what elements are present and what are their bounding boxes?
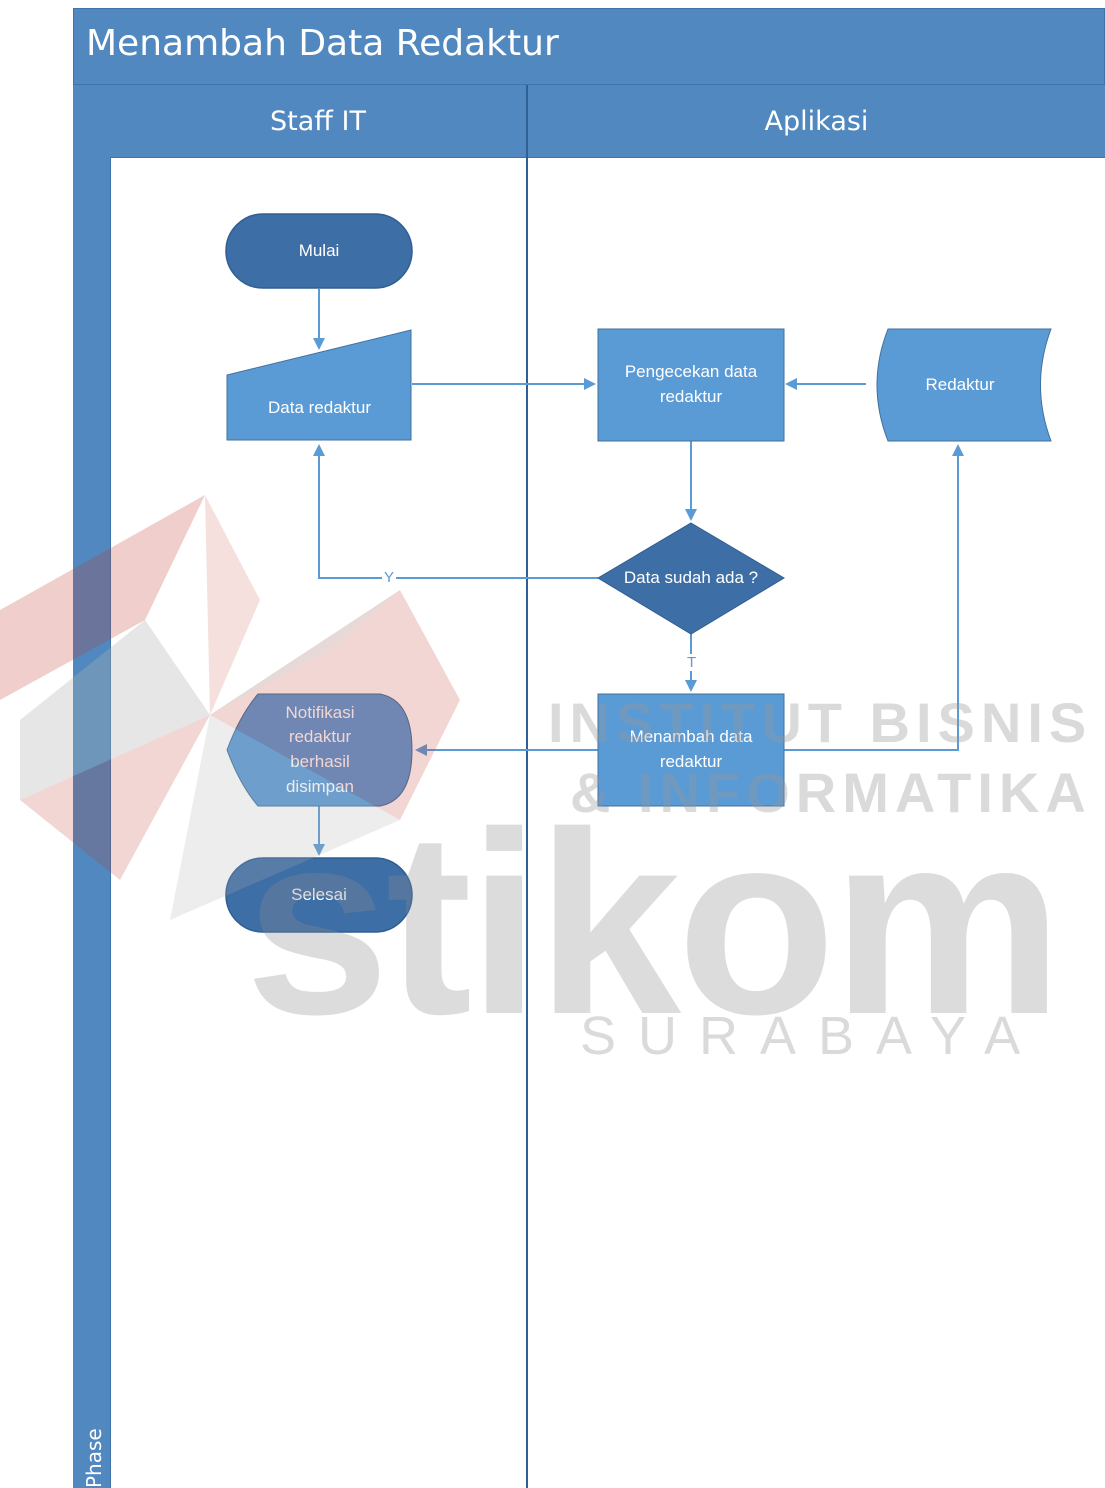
input-label: Data redaktur [268,397,371,417]
end-terminator [225,857,413,933]
db-shape [876,328,1052,442]
start-label: Mulai [298,240,340,260]
input-shape [226,329,412,441]
phase-strip [73,85,111,1488]
watermark-line1: INSTITUT BISNIS [548,691,1093,754]
watermark-brand: stikom [245,779,1063,1069]
check-process [597,328,785,442]
diagram-title: Menambah Data Redaktur [86,23,559,64]
diagram-title-bar: Menambah Data Redaktur [73,8,1105,85]
edge-add-to-db [784,444,964,751]
edge-decision-yes-to-input [313,444,598,579]
check-label: Pengecekan data redaktur [624,362,758,406]
decision-diamond [597,522,785,635]
lane-header-aplikasi: Aplikasi [528,85,1105,158]
add-label: Menambah data redaktur [629,727,753,771]
notif-display [226,693,413,807]
end-label: Selesai [291,884,347,904]
db-label: Redaktur [925,374,995,394]
watermark-line2: & INFORMATIKA [570,761,1092,824]
lane-header-staff-it: Staff IT [110,85,526,158]
start-terminator [225,213,413,289]
notif-label: Notifikasi redaktur berhasil disimpan [285,702,355,796]
edge-label-no: T [685,654,699,671]
decision-label: Data sudah ada ? [623,567,759,587]
add-process [597,693,785,807]
edge-label-yes: Y [382,569,397,586]
lane-divider [526,85,528,1488]
watermark-city: SURABAYA [580,1006,1043,1066]
